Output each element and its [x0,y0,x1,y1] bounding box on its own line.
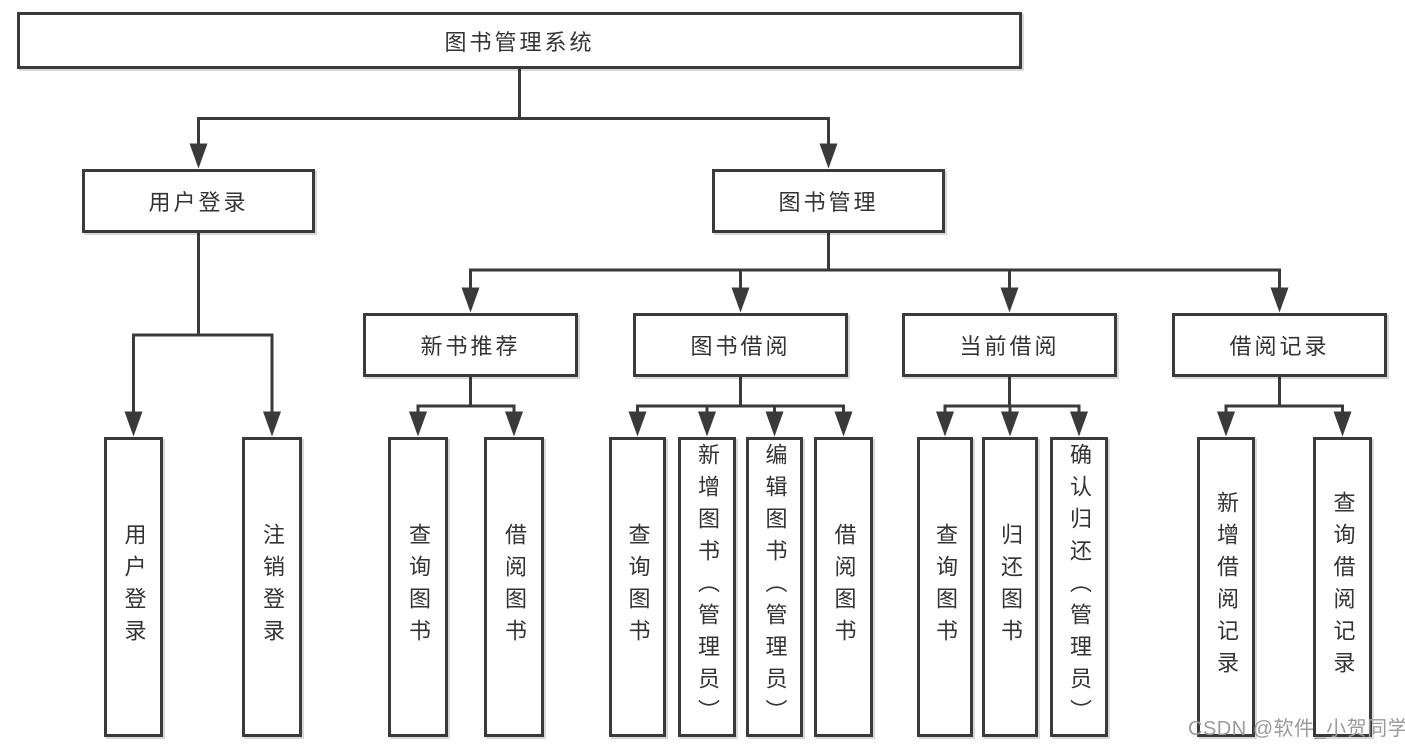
node-label: 新增图书（管理员） [695,443,720,731]
arrowhead-icons [124,143,1352,437]
node-label: 图书借阅 [690,334,791,359]
node-label: 查询图书 [933,523,958,651]
node-label: 图书管理 [778,190,879,215]
leaf-query-book-borrow: 查询图书 [609,437,666,737]
node-label: 编辑图书（管理员） [762,443,788,731]
node-label: 用户登录 [121,523,147,651]
leaf-edit-book-admin: 编辑图书（管理员） [746,437,803,737]
leaf-query-borrow-record: 查询借阅记录 [1313,437,1372,737]
node-label: 借阅图书 [502,523,527,651]
node-label: 新书推荐 [420,334,521,359]
node-label: 图书管理系统 [444,29,595,55]
node-label: 查询借阅记录 [1330,491,1356,683]
node-label: 查询图书 [625,523,651,651]
watermark: CSDN @软件_小贺同学 [1188,718,1405,740]
leaf-return-book: 归还图书 [982,437,1038,737]
node-label: 新增借阅记录 [1214,491,1239,683]
leaf-user-login: 用户登录 [104,437,163,737]
node-current-borrow: 当前借阅 [902,313,1117,377]
leaf-query-book-recommend: 查询图书 [388,437,448,737]
node-label: 注销登录 [260,523,285,651]
leaf-add-borrow-record: 新增借阅记录 [1197,437,1255,737]
node-label: 借阅图书 [831,523,857,651]
node-label: 用户登录 [148,190,249,215]
node-new-book-recommend: 新书推荐 [363,313,578,377]
leaf-borrow-book-recommend: 借阅图书 [484,437,544,737]
node-label: 查询图书 [406,523,431,651]
node-label: 借阅记录 [1229,334,1330,359]
leaf-query-book-current: 查询图书 [917,437,973,737]
node-book-borrow: 图书借阅 [633,313,848,377]
leaf-confirm-return-admin: 确认归还（管理员） [1050,437,1108,737]
node-user-login: 用户登录 [82,169,315,233]
leaf-add-book-admin: 新增图书（管理员） [678,437,736,737]
node-label: 当前借阅 [959,334,1060,359]
node-book-management: 图书管理 [712,169,945,233]
leaf-logout: 注销登录 [242,437,302,737]
node-borrow-records: 借阅记录 [1172,313,1387,377]
leaf-borrow-book: 借阅图书 [814,437,873,737]
node-label: 确认归还（管理员） [1067,443,1092,731]
node-label: 归还图书 [998,523,1023,651]
node-library-management-system: 图书管理系统 [17,12,1022,69]
